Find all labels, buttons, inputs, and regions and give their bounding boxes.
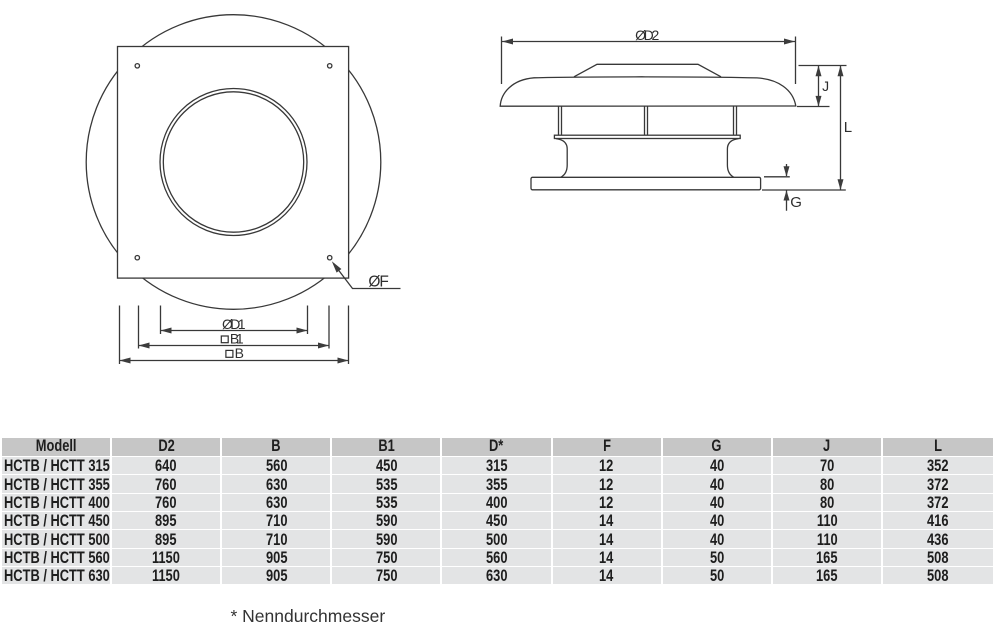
- svg-text:ØD2: ØD2: [635, 27, 659, 43]
- svg-text:ØF: ØF: [368, 273, 388, 290]
- svg-text:B: B: [235, 345, 244, 361]
- svg-text:ØD1: ØD1: [222, 316, 246, 332]
- svg-text:L: L: [844, 119, 852, 136]
- svg-text:B1: B1: [230, 331, 244, 347]
- svg-text:G: G: [790, 194, 802, 211]
- svg-text:J: J: [822, 78, 829, 94]
